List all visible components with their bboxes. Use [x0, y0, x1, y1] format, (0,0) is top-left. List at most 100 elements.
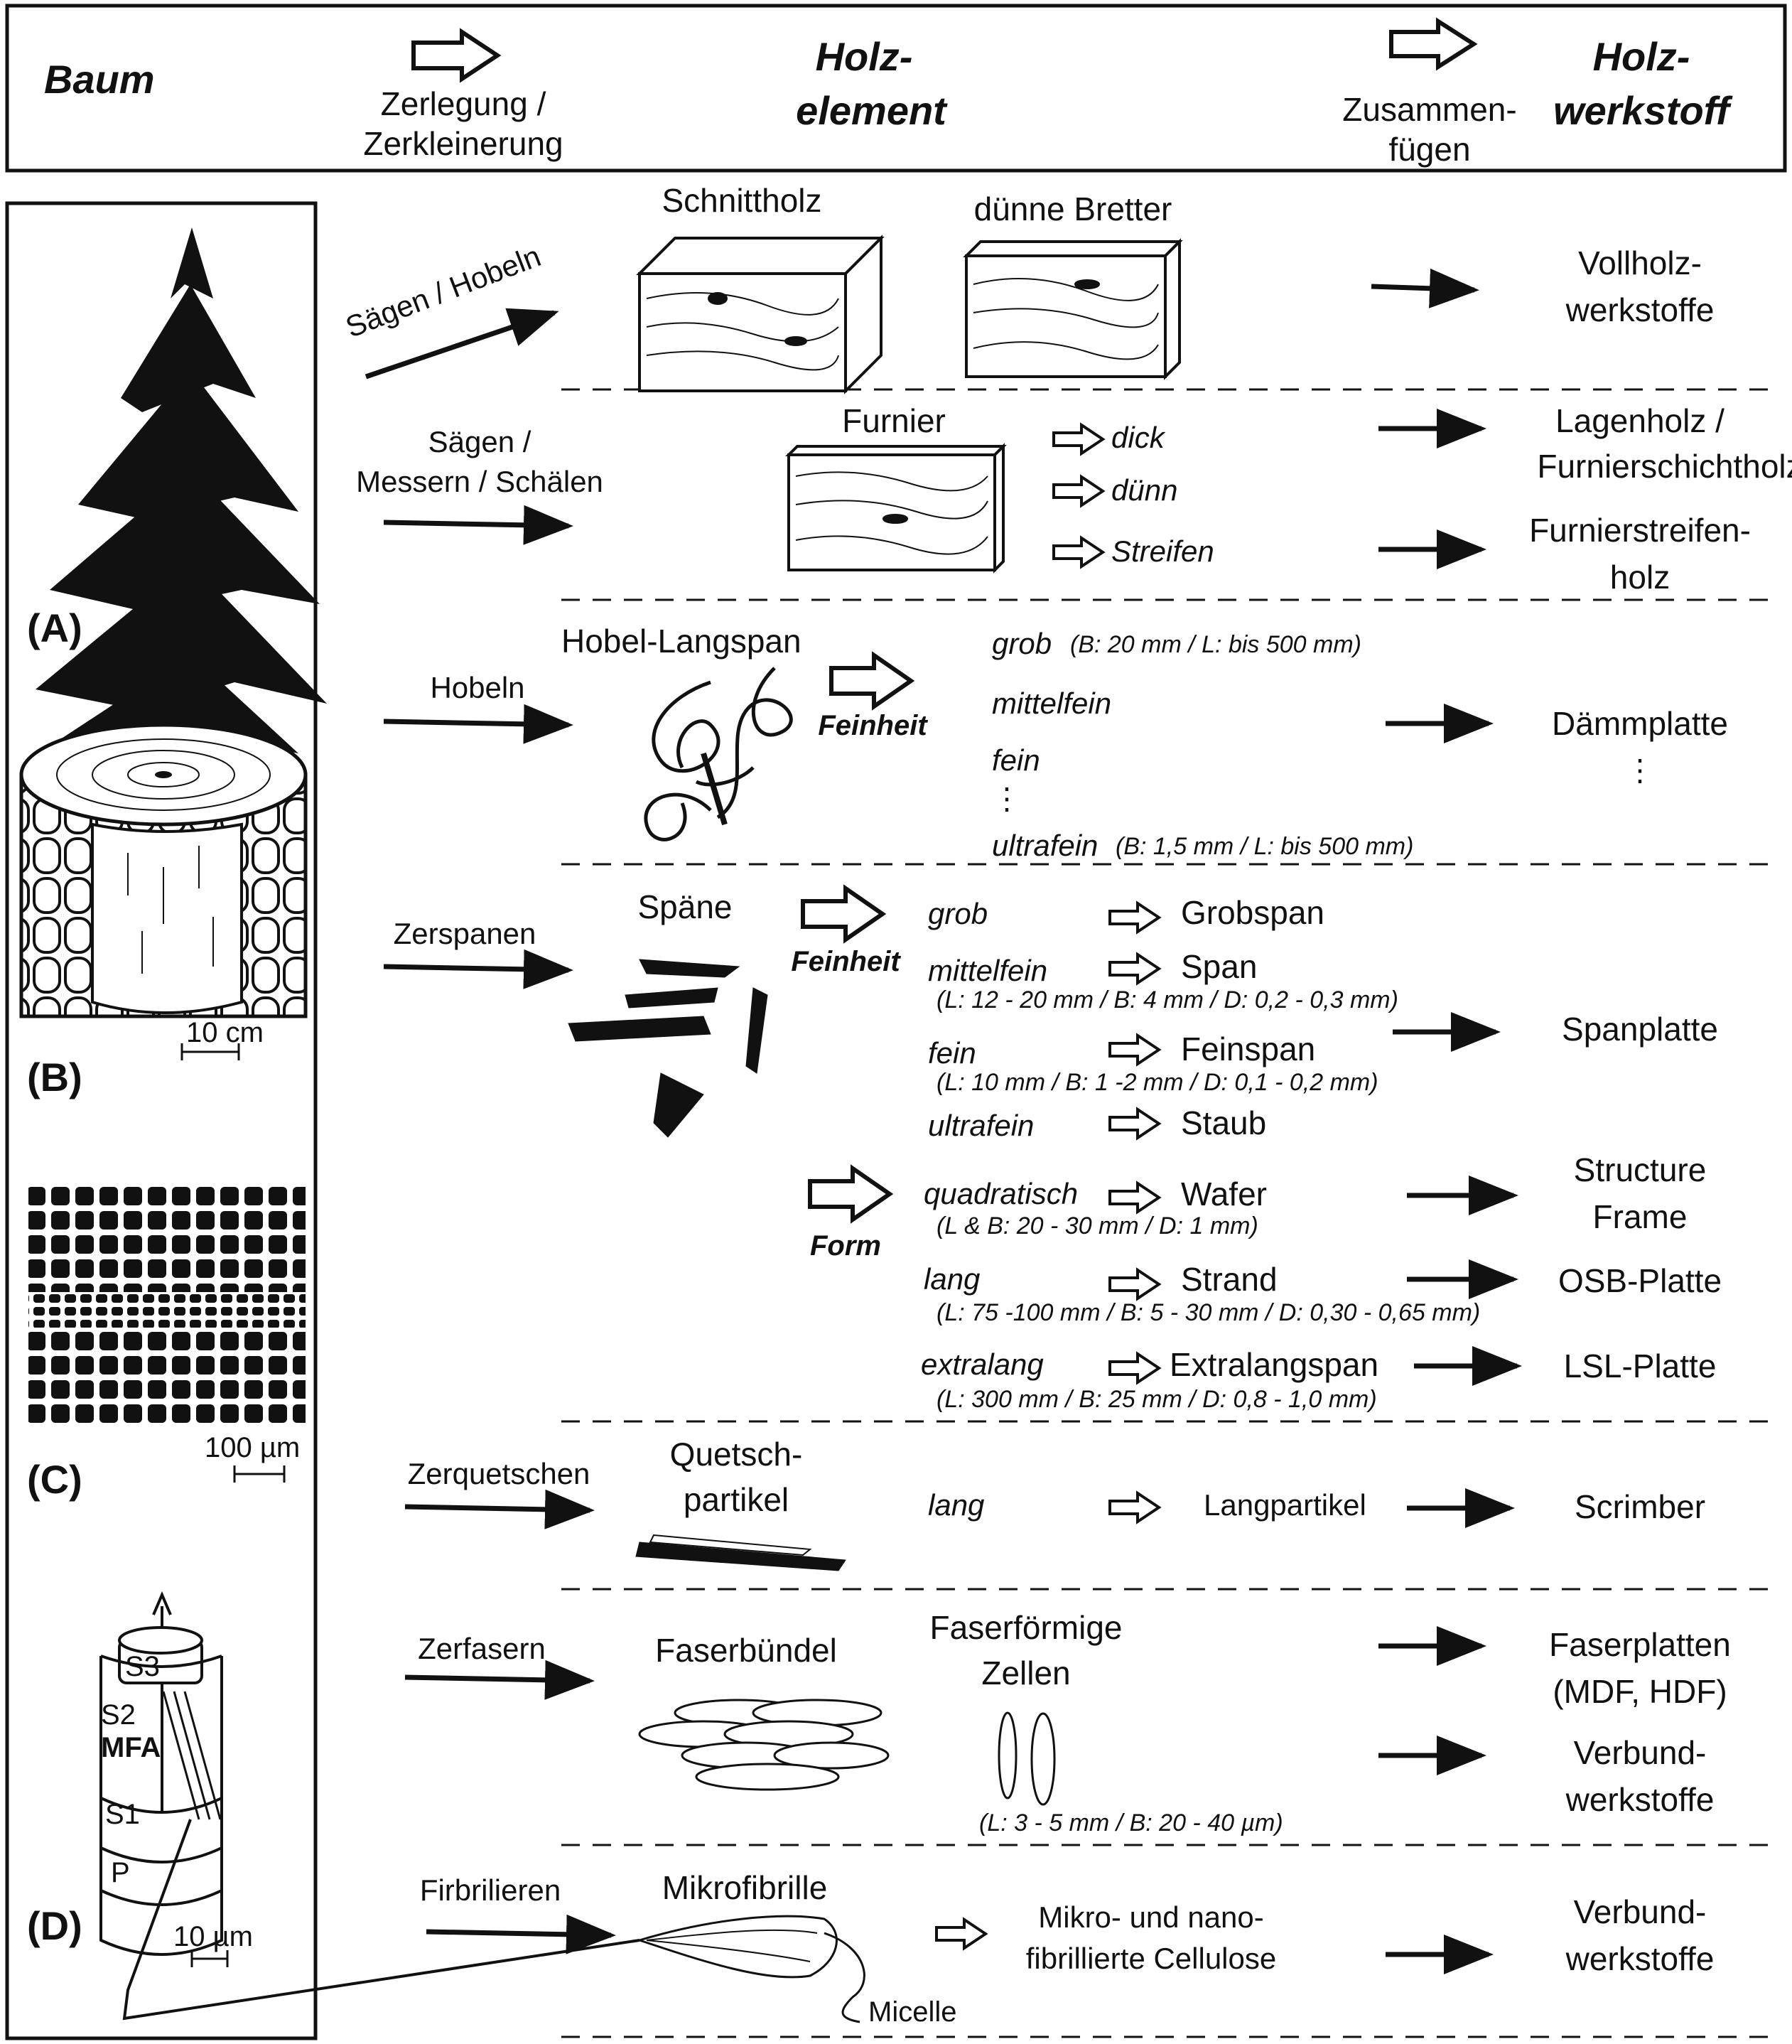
product-arrows — [1371, 268, 1522, 1974]
label-a: (A) — [27, 606, 82, 650]
r3-grob: grob — [992, 627, 1052, 660]
element-spaene: Späne — [637, 888, 733, 925]
product-osb-platte: OSB-Platte — [1558, 1262, 1722, 1299]
r4-grob: grob — [928, 897, 988, 930]
header-baum: Baum — [44, 57, 155, 102]
schnittholz-illustration — [636, 235, 885, 394]
hollow-arrow-icon — [411, 28, 502, 83]
r4-extralang: extralang — [921, 1348, 1044, 1381]
scale-bar-b — [180, 1043, 240, 1060]
r4-span: Span — [1181, 948, 1258, 985]
wood-cells-micrograph — [28, 1185, 306, 1429]
process-saegen-line2: Messern / Schälen — [356, 465, 603, 498]
process-zerfasern: Zerfasern — [418, 1632, 546, 1665]
langspan-illustration — [644, 667, 793, 841]
product-faserplatten-line2: (MDF, HDF) — [1553, 1673, 1727, 1710]
product-lsl-platte: LSL-Platte — [1563, 1348, 1717, 1384]
r3-mittelfein: mittelfein — [992, 687, 1112, 720]
product-structure-frame-line1: Structure — [1573, 1151, 1707, 1188]
product-verbund-r6-line2: werkstoffe — [1565, 1781, 1715, 1818]
r3-dots: ⋮ — [992, 782, 1022, 815]
r4-ultrafein: ultrafein — [928, 1109, 1035, 1142]
r4-feinspan-dim: (L: 10 mm / B: 1 -2 mm / D: 0,1 - 0,2 mm… — [937, 1069, 1378, 1096]
layer-p: P — [111, 1857, 130, 1888]
r4-span-dim: (L: 12 - 20 mm / B: 4 mm / D: 0,2 - 0,3 … — [937, 986, 1398, 1013]
product-lagenholz-line1: Lagenholz / — [1555, 402, 1724, 439]
r7-result-line1: Mikro- und nano- — [1038, 1900, 1264, 1934]
cell-wall-model — [99, 1591, 640, 2021]
product-verbund-r7-line2: werkstoffe — [1565, 1940, 1715, 1977]
product-spanplatte: Spanplatte — [1562, 1011, 1718, 1048]
element-zellen-line2: Zellen — [981, 1655, 1071, 1691]
spaene-illustration — [568, 959, 768, 1138]
zellen-illustration — [998, 1711, 1056, 1806]
label-d: (D) — [27, 1903, 82, 1948]
r4-wafer: Wafer — [1181, 1176, 1267, 1212]
process-zerquetschen: Zerquetschen — [407, 1457, 590, 1490]
hollow-arrows-small — [935, 422, 1162, 1951]
product-lagenholz-line2: Furnierschichtholz — [1537, 448, 1792, 485]
scale-bar-d — [190, 1950, 229, 1967]
r7-result-line2: fibrillierte Cellulose — [1025, 1942, 1277, 1975]
process-zerspanen: Zerspanen — [393, 917, 536, 950]
r4-grobspan: Grobspan — [1181, 894, 1325, 931]
criterion-feinheit-r4: Feinheit — [791, 946, 900, 977]
r4-staub: Staub — [1181, 1104, 1267, 1141]
product-furnierstreifen-line1: Furnierstreifen- — [1529, 512, 1751, 549]
r3-ultrafein: ultrafein — [992, 829, 1099, 862]
process-arrows — [365, 308, 616, 1954]
element-duenne-bretter: dünne Bretter — [973, 190, 1172, 227]
layer-s3: S3 — [125, 1651, 160, 1682]
criterion-feinheit-r3: Feinheit — [818, 710, 927, 741]
furnier-illustration — [785, 443, 1007, 574]
header-holzwerkstoff-line2: werkstoff — [1553, 88, 1729, 133]
scale-bar-c — [233, 1465, 286, 1483]
element-schnittholz: Schnittholz — [662, 182, 822, 219]
header-holzwerkstoff-line1: Holz- — [1592, 34, 1690, 79]
element-quetsch-line2: partikel — [683, 1481, 789, 1518]
layer-s1: S1 — [105, 1799, 140, 1830]
product-daemmplatte: Dämmplatte — [1552, 705, 1728, 742]
bretter-illustration — [963, 238, 1183, 380]
product-scrimber: Scrimber — [1574, 1488, 1706, 1525]
product-vollholz-line1: Vollholz- — [1578, 244, 1702, 281]
label-b: (B) — [27, 1055, 82, 1099]
r4-extralang-dim: (L: 300 mm / B: 25 mm / D: 0,8 - 1,0 mm) — [937, 1386, 1377, 1413]
r4-fein: fein — [928, 1036, 976, 1070]
header-zerlegung-line1: Zerlegung / — [380, 85, 546, 122]
element-zellen-line1: Faserförmige — [929, 1609, 1123, 1646]
r4-strand: Strand — [1181, 1261, 1278, 1298]
product-vollholz-line2: werkstoffe — [1565, 291, 1715, 328]
variant-duenn: dünn — [1111, 473, 1178, 507]
micelle-label: Micelle — [868, 1996, 957, 2028]
scale-label-d: 10 µm — [173, 1921, 253, 1952]
product-daemmplatte-dots: ⋮ — [1625, 753, 1655, 787]
r3-fein: fein — [992, 743, 1040, 777]
left-panel-frame — [5, 201, 318, 2040]
label-c: (C) — [27, 1457, 82, 1502]
r3-ultrafein-dim: (B: 1,5 mm / L: bis 500 mm) — [1116, 833, 1414, 860]
header-zerlegung-line2: Zerkleinerung — [363, 125, 563, 162]
process-saegen-line1: Sägen / — [428, 425, 531, 458]
header-holzelement-line1: Holz- — [815, 34, 913, 79]
r4-strand-dim: (L: 75 -100 mm / B: 5 - 30 mm / D: 0,30 … — [937, 1299, 1481, 1326]
element-faserbuendel: Faserbündel — [655, 1632, 837, 1669]
r3-grob-dim: (B: 20 mm / L: bis 500 mm) — [1070, 631, 1361, 658]
header-zusammen-line2: fügen — [1388, 131, 1471, 168]
r4-lang: lang — [924, 1262, 981, 1296]
faserbuendel-illustration — [638, 1699, 890, 1791]
criterion-form: Form — [810, 1230, 881, 1262]
variant-dick: dick — [1111, 421, 1165, 454]
header-zusammen-line1: Zusammen- — [1342, 91, 1517, 128]
header-frame — [5, 4, 1787, 173]
header-holzelement-line2: element — [796, 88, 946, 133]
r4-mittelfein: mittelfein — [928, 954, 1048, 987]
r4-extralangspan: Extralangspan — [1170, 1346, 1379, 1383]
r5-langpartikel: Langpartikel — [1204, 1488, 1366, 1522]
r4-feinspan: Feinspan — [1181, 1031, 1316, 1067]
process-hobeln: Hobeln — [430, 671, 525, 704]
element-furnier: Furnier — [842, 402, 946, 439]
quetsch-illustration — [635, 1534, 846, 1571]
row-separators — [561, 388, 1771, 2038]
